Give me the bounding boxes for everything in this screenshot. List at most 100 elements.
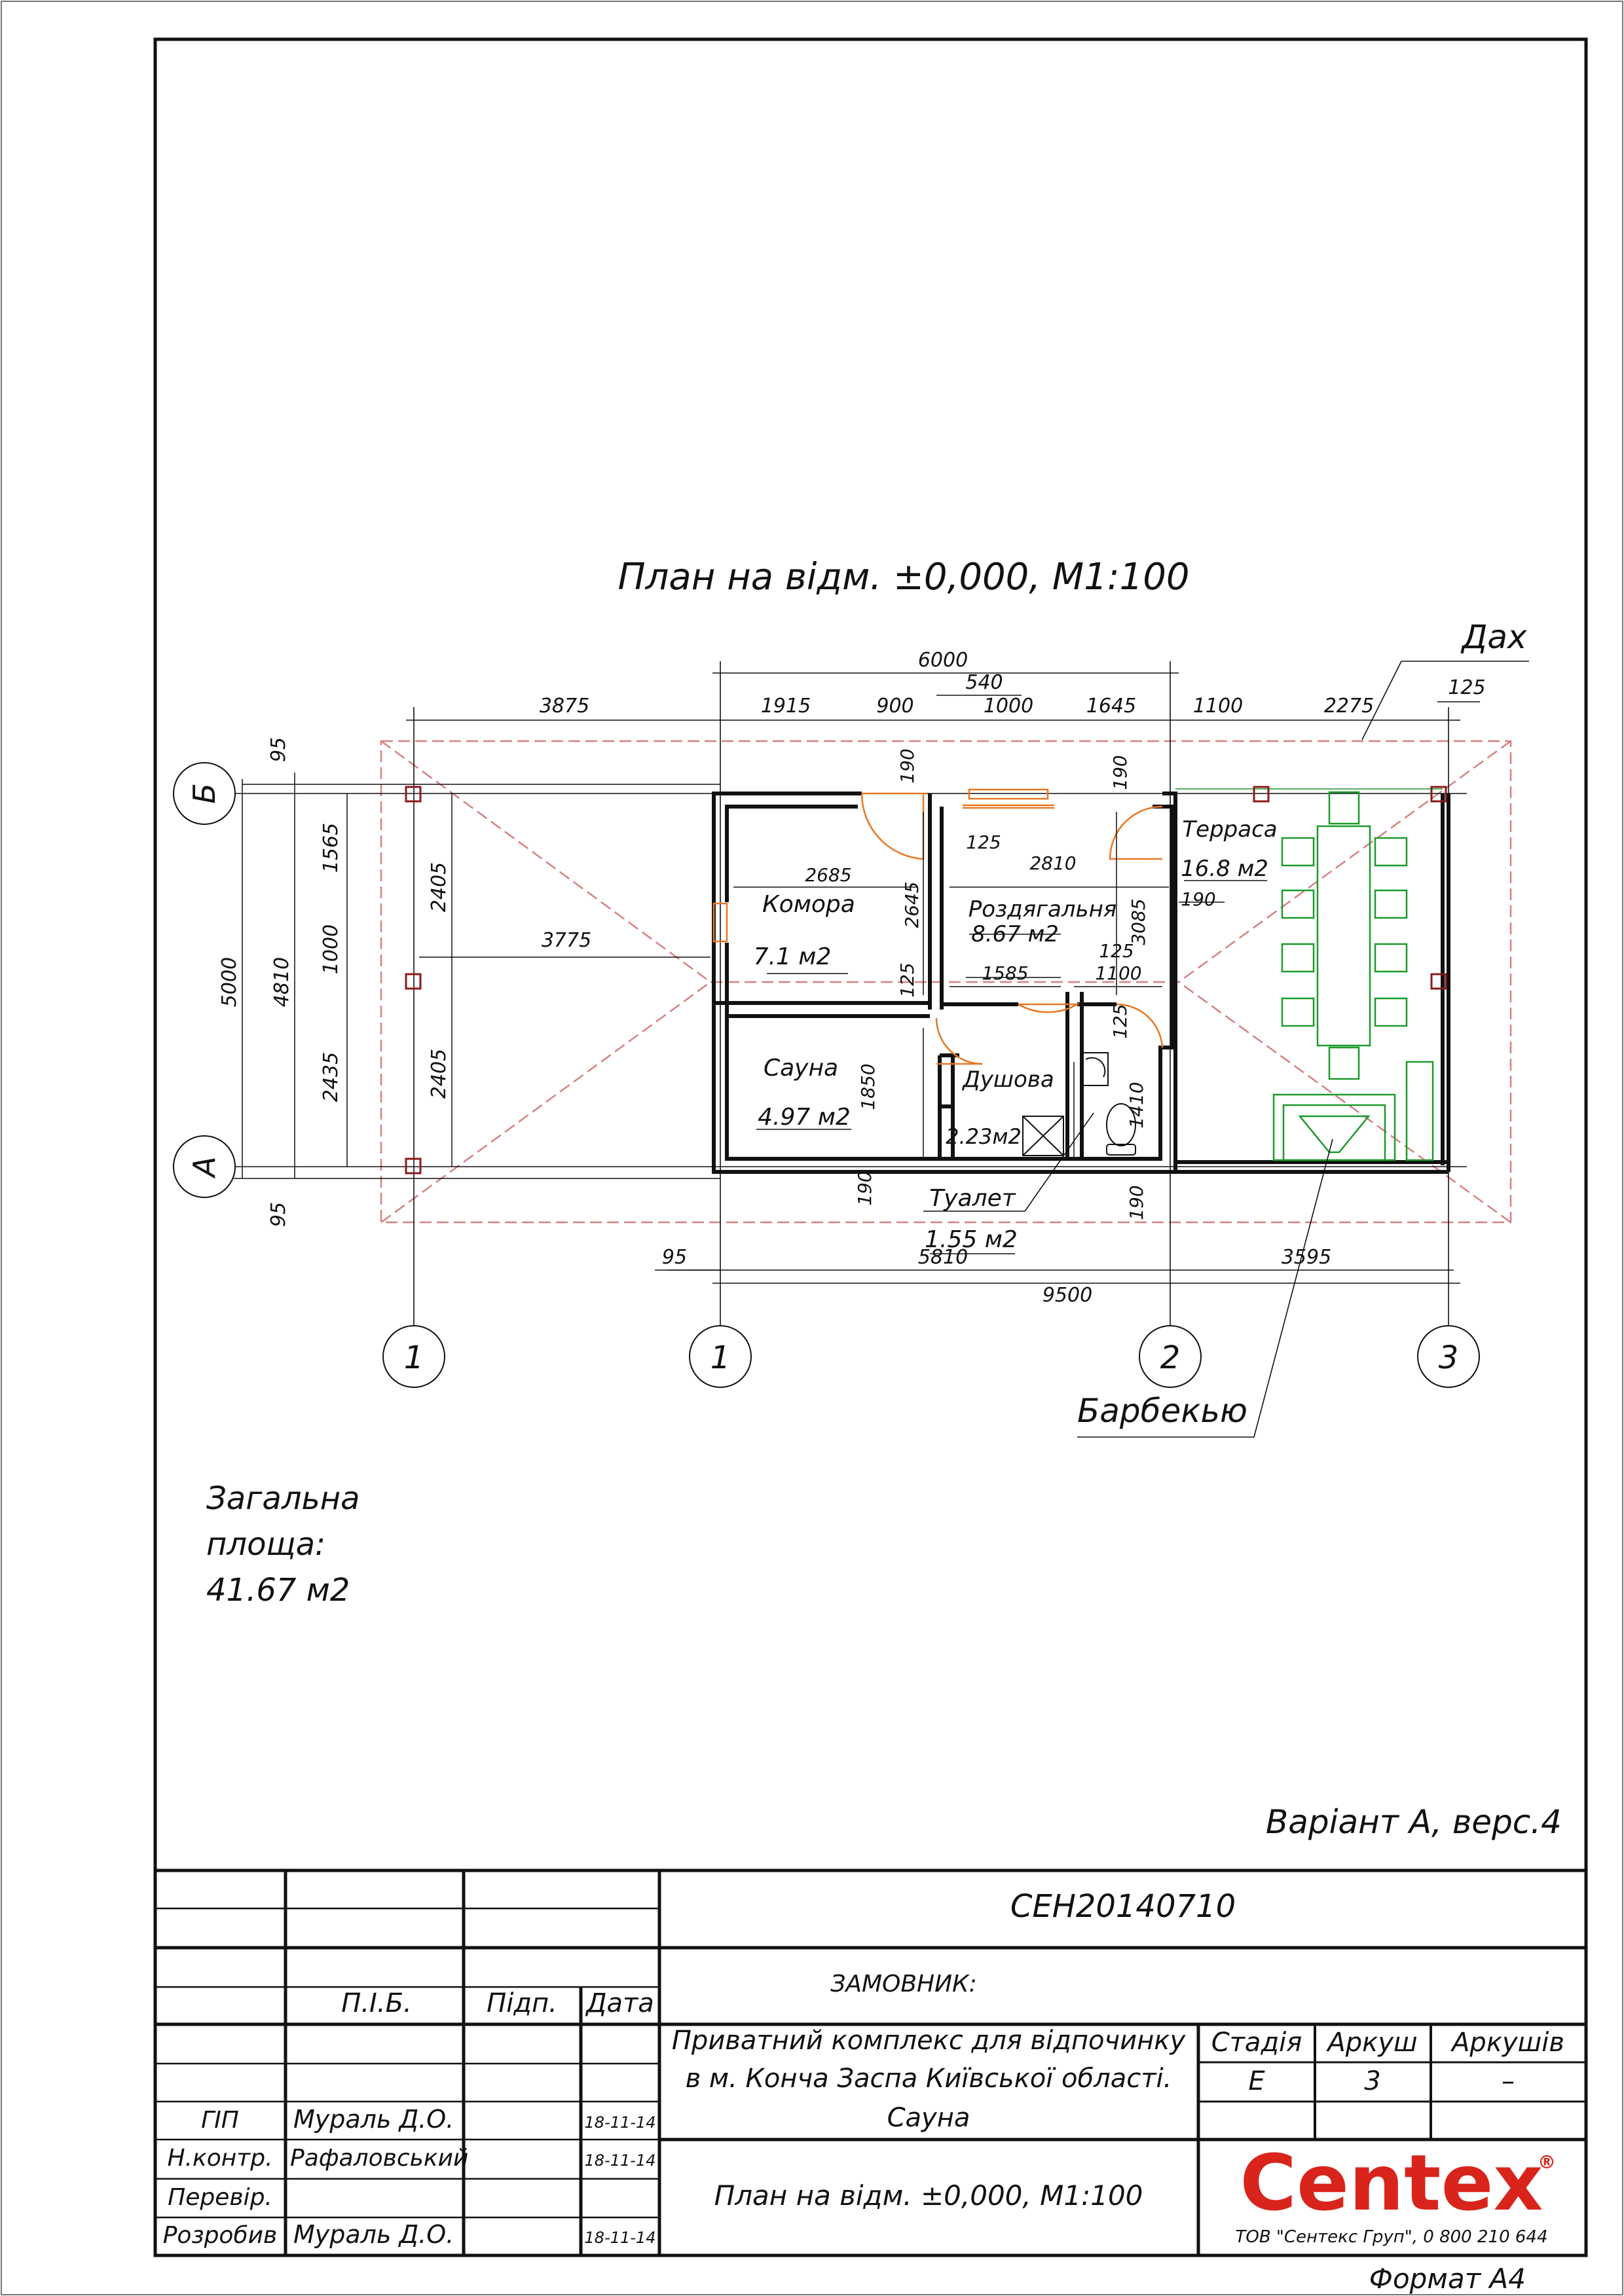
dim-3085: 3085 xyxy=(1128,898,1149,945)
dim-1850: 1850 xyxy=(857,1063,879,1110)
axis-label-1-left: 1 xyxy=(404,1339,424,1376)
bottom-dimensions: 95 5810 3595 9500 xyxy=(662,1246,1331,1307)
doors-windows xyxy=(712,788,1164,1065)
dimension-lines xyxy=(242,672,1460,1284)
toilet-icon xyxy=(1081,1052,1136,1156)
header-sign: Підп. xyxy=(487,1988,557,2018)
dim-2275: 2275 xyxy=(1324,695,1374,718)
room-area-terasa: 16.8 м2 xyxy=(1181,856,1268,882)
dim-190-a: 190 xyxy=(896,748,918,783)
dim-900: 900 xyxy=(876,695,913,718)
header-date: Дата xyxy=(585,1988,654,2018)
dim-95-bottom-left: 95 xyxy=(267,1202,290,1227)
sheets-header: Аркушів xyxy=(1450,2028,1564,2058)
total-area: Загальна площа: 41.67 м2 xyxy=(206,1480,360,1609)
roof-callout: Дах xyxy=(1460,618,1527,656)
dim-125-b: 125 xyxy=(1099,940,1134,962)
dim-125-d: 125 xyxy=(1109,1004,1131,1038)
room-area-komora: 7.1 м2 xyxy=(754,943,832,970)
dim-9500: 9500 xyxy=(1043,1284,1092,1307)
plan-title: План на відм. ±0,000, М1:100 xyxy=(618,556,1189,598)
dim-1000: 1000 xyxy=(320,924,342,974)
sheets-value: – xyxy=(1502,2066,1515,2096)
dim-6000: 6000 xyxy=(918,649,968,672)
room-name-komora: Комора xyxy=(762,891,855,918)
axis-label-b: Б xyxy=(187,783,222,804)
dim-190-e: 190 xyxy=(1126,1185,1147,1220)
dim-2405-top: 2405 xyxy=(428,862,451,912)
axis-label-1: 1 xyxy=(710,1339,731,1376)
dim-3595: 3595 xyxy=(1282,1246,1331,1269)
dim-1915: 1915 xyxy=(761,695,811,718)
name-nkontr: Рафаловський xyxy=(290,2145,468,2172)
room-area-tualet: 1.55 м2 xyxy=(925,1226,1018,1253)
leader-lines xyxy=(1024,661,1529,1438)
terrace-furniture xyxy=(1175,788,1443,1161)
axis-bubbles: 1 1 2 3 Б А xyxy=(173,762,1480,1388)
dim-5810: 5810 xyxy=(918,1246,968,1269)
dim-1100: 1100 xyxy=(1193,695,1243,718)
room-name-sauna: Сауна xyxy=(764,1055,838,1082)
dim-4810: 4810 xyxy=(270,957,293,1007)
dim-2685: 2685 xyxy=(805,864,851,886)
dim-190-d: 190 xyxy=(854,1171,876,1205)
date-rozrobyv: 18-11-14 xyxy=(585,2229,656,2247)
axis-label-a: А xyxy=(187,1156,222,1178)
room-name-terasa: Терраса xyxy=(1182,816,1277,843)
room-area-dushova: 2.23м2 xyxy=(946,1124,1022,1149)
project-line-1: Приватний комплекс для відпочинку xyxy=(672,2026,1187,2056)
dim-1100-b: 1100 xyxy=(1095,962,1141,984)
walls xyxy=(712,792,1450,1174)
variant-label: Варіант А, верс.4 xyxy=(1266,1803,1562,1841)
role-rozrobyv: Розробив xyxy=(163,2222,278,2249)
interior-dimensions: 190 190 125 2685 2810 2645 3085 190 125 … xyxy=(805,748,1215,1220)
dim-2405-bottom: 2405 xyxy=(428,1049,451,1099)
project-code: CEH20140710 xyxy=(1010,1888,1236,1925)
dim-190-c: 190 xyxy=(1181,888,1215,910)
posts xyxy=(405,786,1447,1175)
dim-3875: 3875 xyxy=(540,695,589,718)
role-perevir: Перевір. xyxy=(168,2184,272,2211)
format-label: Формат А4 xyxy=(1369,2263,1526,2295)
dim-1565: 1565 xyxy=(320,823,342,873)
title-block-text: CEH20140710 ЗАМОВНИК: П.І.Б. Підп. Дата … xyxy=(163,1888,1564,2249)
dim-2810: 2810 xyxy=(1029,852,1076,874)
title-block xyxy=(153,1868,1588,2257)
centex-logo-mark: ® xyxy=(1538,2151,1556,2173)
total-area-line-2: площа: xyxy=(206,1526,325,1563)
dim-2435: 2435 xyxy=(320,1052,342,1102)
date-gip: 18-11-14 xyxy=(585,2113,656,2132)
centex-logo: Centex xyxy=(1240,2138,1543,2228)
left-dimensions: 95 1565 1000 2435 95 5000 4810 2405 2405… xyxy=(218,737,591,1227)
axis-label-3: 3 xyxy=(1439,1339,1459,1376)
project-line-2: в м. Конча Заспа Київської області. xyxy=(686,2064,1172,2094)
date-nkontr: 18-11-14 xyxy=(585,2151,656,2170)
role-gip: ГІП xyxy=(201,2107,239,2134)
dim-540: 540 xyxy=(965,671,1003,694)
dim-125: 125 xyxy=(1448,676,1485,699)
room-name-dushova: Душова xyxy=(961,1066,1054,1093)
project-line-3: Сауна xyxy=(887,2103,970,2133)
shower-tray xyxy=(1022,1116,1064,1156)
dim-125-a: 125 xyxy=(966,831,1001,853)
dim-1645: 1645 xyxy=(1086,695,1136,718)
role-nkontr: Н.контр. xyxy=(167,2145,272,2172)
room-labels: Комора 7.1 м2 Роздягальня 8.67 м2 Террас… xyxy=(754,816,1278,1253)
name-rozrobyv: Мураль Д.О. xyxy=(293,2220,454,2249)
room-name-tualet: Туалет xyxy=(929,1185,1016,1212)
room-name-rozdyahalnia: Роздягальня xyxy=(969,896,1117,922)
room-area-rozdyahalnia: 8.67 м2 xyxy=(971,921,1059,947)
company-contacts: ТОВ "Сентекс Груп", 0 800 210 644 xyxy=(1235,2227,1547,2247)
top-dimensions: 6000 3875 1915 900 540 1000 1645 1100 22… xyxy=(540,649,1486,718)
name-gip: Мураль Д.О. xyxy=(293,2105,454,2134)
dim-5000: 5000 xyxy=(218,957,241,1007)
dim-190-b: 190 xyxy=(1109,755,1131,790)
total-area-value: 41.67 м2 xyxy=(206,1572,350,1609)
stage-header: Стадія xyxy=(1211,2028,1302,2058)
customer-label: ЗАМОВНИК: xyxy=(830,1971,977,1997)
bbq-callout: Барбекью xyxy=(1077,1392,1247,1430)
header-name: П.І.Б. xyxy=(341,1988,411,2018)
dim-95-bottom: 95 xyxy=(662,1246,687,1269)
